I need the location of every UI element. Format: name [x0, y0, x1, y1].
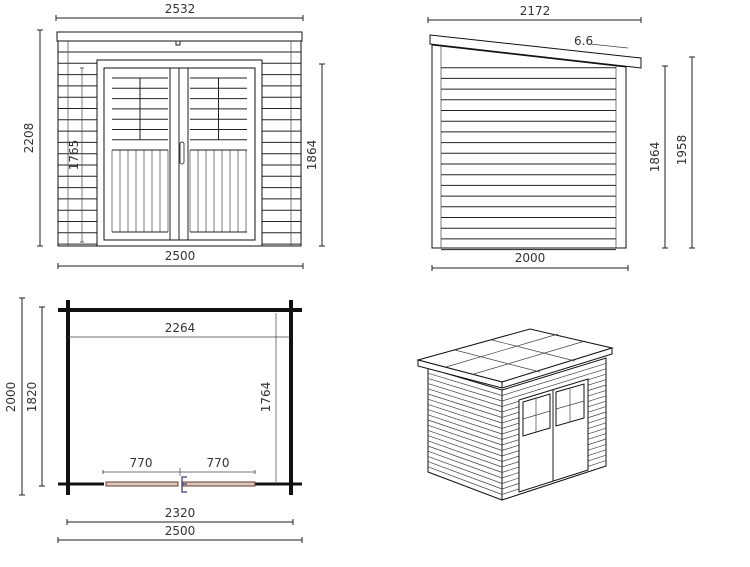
dimension-base-depth: 2000 [515, 251, 546, 265]
log-line [427, 440, 503, 468]
log-line [501, 363, 607, 396]
log-line [427, 450, 503, 479]
log-line [427, 461, 503, 490]
dimension-back-height: 1958 [675, 135, 689, 166]
floor-plan: 2264 2000 1820 1764 770 770 2320 2500 [4, 297, 303, 543]
door-handle-icon [179, 141, 185, 165]
plan-door-leaf-left [105, 481, 179, 487]
side-wall-logs [440, 44, 617, 251]
dimension-roof-depth: 2172 [520, 4, 551, 18]
dimension-wall-height: 1864 [305, 140, 319, 171]
log-line [427, 419, 503, 446]
log-line [427, 383, 503, 407]
side-view: 2172 6.6 1864 1958 2000 [427, 4, 695, 271]
dimension-plan-base-width: 2500 [165, 524, 196, 538]
dimension-total-height: 2208 [22, 123, 36, 154]
log-line [427, 466, 503, 495]
dimension-wall-depth: 1820 [25, 382, 39, 413]
log-line [427, 414, 503, 440]
log-line [427, 456, 503, 484]
log-line [427, 430, 503, 457]
log-line [427, 398, 503, 424]
log-line [427, 409, 503, 435]
dimension-roof-width: 2532 [165, 2, 196, 16]
isometric-view [416, 328, 614, 501]
front-view: 2532 2208 1765 1864 2500 [22, 2, 325, 269]
dimension-front-height: 1864 [648, 142, 662, 173]
log-line [427, 388, 503, 413]
log-line [427, 404, 503, 429]
log-line [427, 445, 503, 473]
plan-door-leaf-right [182, 481, 256, 487]
log-line [427, 393, 503, 418]
dimension-base-width: 2500 [165, 249, 196, 263]
dimension-wall-width: 2320 [165, 506, 196, 520]
dimension-inner-width: 2264 [165, 321, 196, 335]
log-line [427, 372, 503, 396]
dimension-door-height: 1765 [67, 140, 81, 171]
log-line [427, 424, 503, 451]
log-line [501, 368, 607, 402]
door-windows-and-panels [111, 77, 247, 233]
roof-vent [175, 40, 181, 46]
front-wall-logs [58, 41, 301, 246]
front-roof-edge [56, 31, 303, 42]
log-line [427, 435, 503, 462]
roof-pitch-label: 6.6 [574, 34, 593, 48]
dimension-door-leaf-left: 770 [130, 456, 153, 470]
side-wall [431, 44, 627, 249]
log-line [427, 378, 503, 402]
dimension-door-leaf-right: 770 [207, 456, 230, 470]
side-roof [429, 34, 642, 69]
dimension-inner-depth: 1764 [259, 382, 273, 413]
dimension-outer-depth: 2000 [4, 382, 18, 413]
door-latch-icon [181, 476, 187, 493]
